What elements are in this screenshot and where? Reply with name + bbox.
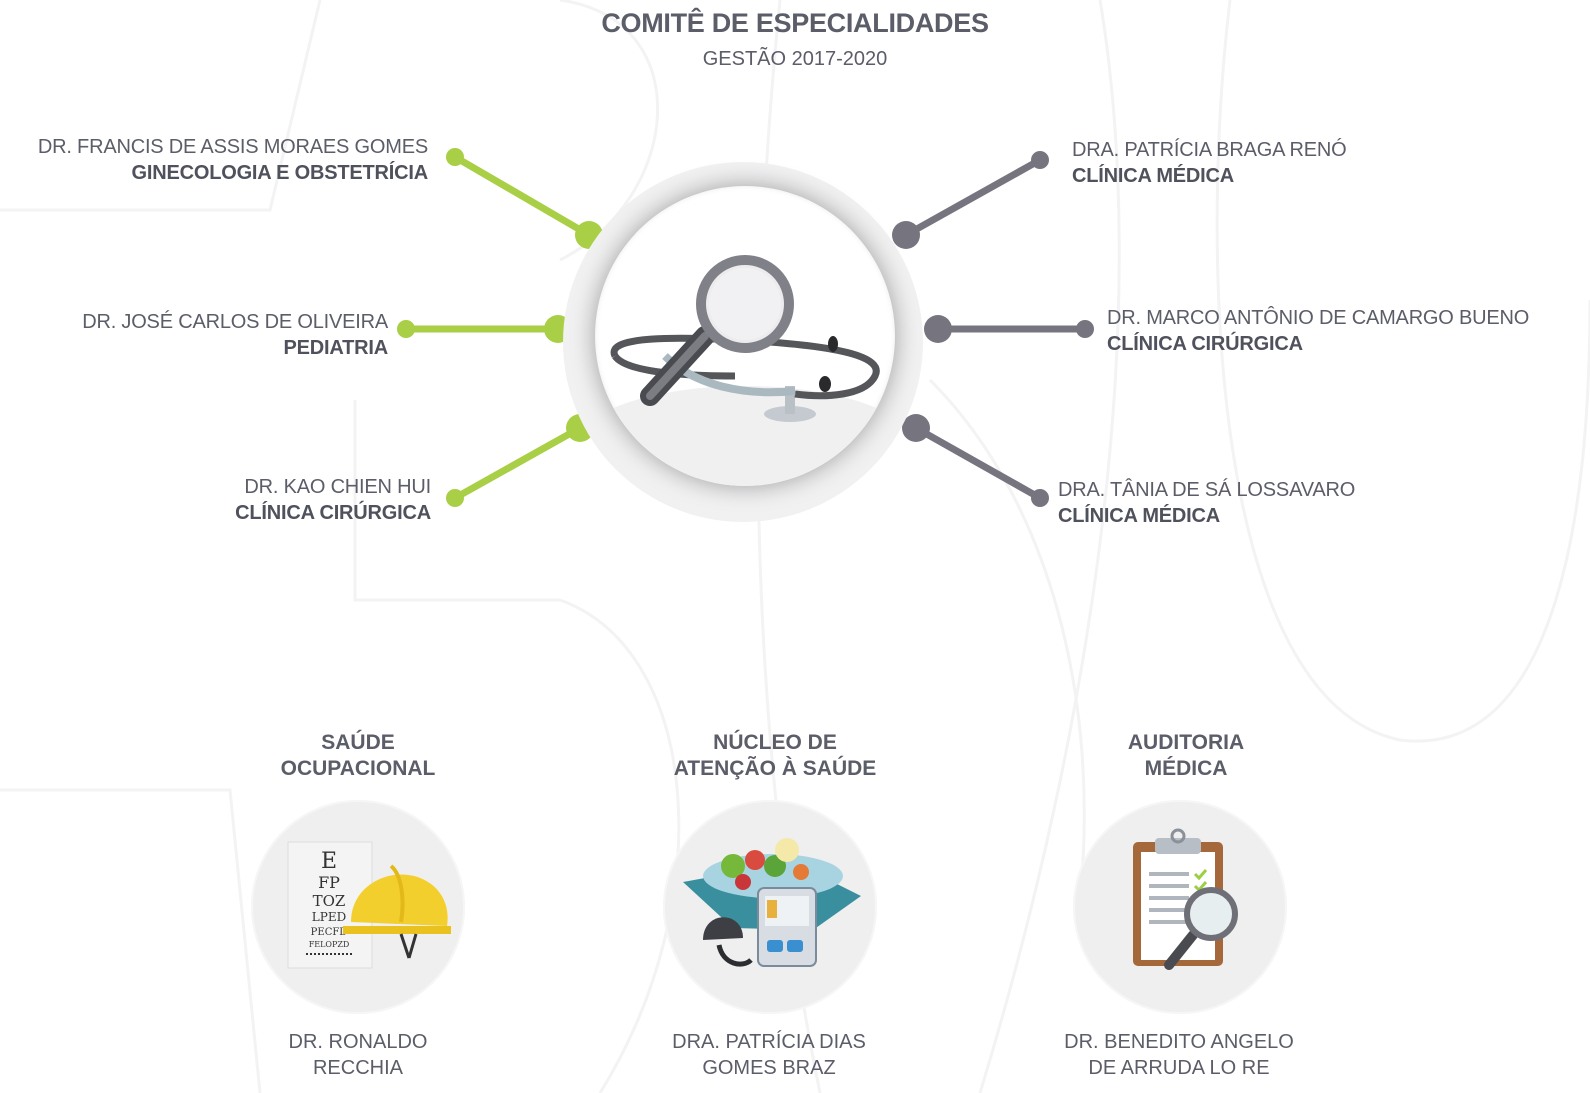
service-icon-circle: E FP TOZ LPED PECFD FELOPZD (251, 800, 465, 1014)
member-specialty: CLÍNICA MÉDICA (1072, 165, 1235, 187)
committee-member-ginecologia: DR. FRANCIS DE ASSIS MORAES GOMES GINECO… (38, 134, 428, 186)
magnifier-stethoscope-icon (595, 255, 895, 486)
committee-member-cirurgica-left: DR. KAO CHIEN HUI CLÍNICA CIRÚRGICA (235, 474, 431, 526)
service-title-auditoria-medica: AUDITORIA MÉDICA (1036, 730, 1336, 782)
service-person-saude-ocupacional: DR. RONALDO RECCHIA (208, 1029, 508, 1081)
service-person-line: DRA. PATRÍCIA DIAS (672, 1031, 866, 1053)
service-title-saude-ocupacional: SAÚDE OCUPACIONAL (208, 730, 508, 782)
food-blood-pressure-icon (683, 838, 861, 967)
service-person-nucleo-atencao: DRA. PATRÍCIA DIAS GOMES BRAZ (619, 1029, 919, 1081)
committee-member-clinica-medica-bottom: DRA. TÂNIA DE SÁ LOSSAVARO CLÍNICA MÉDIC… (1058, 477, 1355, 529)
member-name: DR. JOSÉ CARLOS DE OLIVEIRA (82, 311, 388, 333)
connector-dot (1076, 320, 1094, 338)
member-name: DR. FRANCIS DE ASSIS MORAES GOMES (37, 136, 428, 158)
service-person-line: DR. BENEDITO ANGELO (1064, 1031, 1294, 1053)
connector-line (902, 156, 1044, 239)
right-connectors (892, 151, 1094, 507)
connector-line (451, 153, 593, 239)
eye-chart-row: TOZ (313, 892, 346, 910)
service-title-line: SAÚDE (321, 731, 395, 754)
service-title-line: ATENÇÃO À SAÚDE (673, 757, 877, 780)
service-title-nucleo-atencao: NÚCLEO DE ATENÇÃO À SAÚDE (625, 730, 925, 782)
eye-chart-row: E (321, 849, 337, 874)
connector-dot (1031, 151, 1049, 169)
connector-line (451, 424, 584, 502)
committee-member-clinica-medica-top: DRA. PATRÍCIA BRAGA RENÓ CLÍNICA MÉDICA (1072, 137, 1347, 189)
member-specialty: CLÍNICA CIRÚRGICA (1107, 333, 1303, 355)
connector-dot (446, 148, 464, 166)
left-connectors (397, 148, 603, 507)
member-name: DRA. PATRÍCIA BRAGA RENÓ (1072, 139, 1347, 161)
member-specialty: GINECOLOGIA E OBSTETRÍCIA (131, 162, 429, 184)
service-person-line: RECCHIA (312, 1057, 403, 1079)
connector-dot (397, 320, 415, 338)
connector-line (912, 424, 1044, 502)
connector-dot (1031, 489, 1049, 507)
eye-chart-row: FP (318, 873, 340, 892)
member-name: DRA. TÂNIA DE SÁ LOSSAVARO (1058, 479, 1356, 501)
service-title-line: AUDITORIA (1127, 731, 1245, 754)
member-specialty: CLÍNICA CIRÚRGICA (235, 502, 431, 524)
hub-circle (595, 186, 895, 486)
service-title-line: NÚCLEO DE (713, 731, 837, 754)
clipboard-magnifier-icon (1133, 828, 1238, 970)
member-name: DR. KAO CHIEN HUI (244, 476, 431, 498)
service-person-line: GOMES BRAZ (702, 1057, 836, 1079)
member-name: DR. MARCO ANTÔNIO DE CAMARGO BUENO (1107, 307, 1530, 329)
connector-node (902, 414, 930, 442)
service-icon-circle (1073, 800, 1287, 1014)
page-title: COMITÊ DE ESPECIALIDADES (601, 8, 989, 38)
eye-chart-row: FELOPZD (309, 940, 350, 949)
service-person-auditoria-medica: DR. BENEDITO ANGELO DE ARRUDA LO RE (1029, 1029, 1329, 1081)
service-icon-circle (663, 800, 877, 1014)
committee-member-cirurgica-right: DR. MARCO ANTÔNIO DE CAMARGO BUENO CLÍNI… (1107, 305, 1529, 357)
service-title-line: MÉDICA (1144, 757, 1228, 780)
page-subtitle: GESTÃO 2017-2020 (702, 48, 888, 70)
member-specialty: PEDIATRIA (283, 337, 389, 359)
service-person-line: DE ARRUDA LO RE (1088, 1057, 1270, 1079)
connector-node (892, 221, 920, 249)
service-title-line: OCUPACIONAL (280, 757, 436, 780)
service-person-line: DR. RONALDO (288, 1031, 428, 1053)
committee-member-pediatria: DR. JOSÉ CARLOS DE OLIVEIRA PEDIATRIA (82, 309, 388, 361)
eye-chart-row: PECFD (311, 927, 348, 938)
connector-node (924, 315, 952, 343)
connector-dot (446, 489, 464, 507)
eye-chart-row: LPED (312, 910, 346, 924)
member-specialty: CLÍNICA MÉDICA (1058, 505, 1221, 527)
eye-chart-helmet-icon: E FP TOZ LPED PECFD FELOPZD (287, 841, 451, 969)
